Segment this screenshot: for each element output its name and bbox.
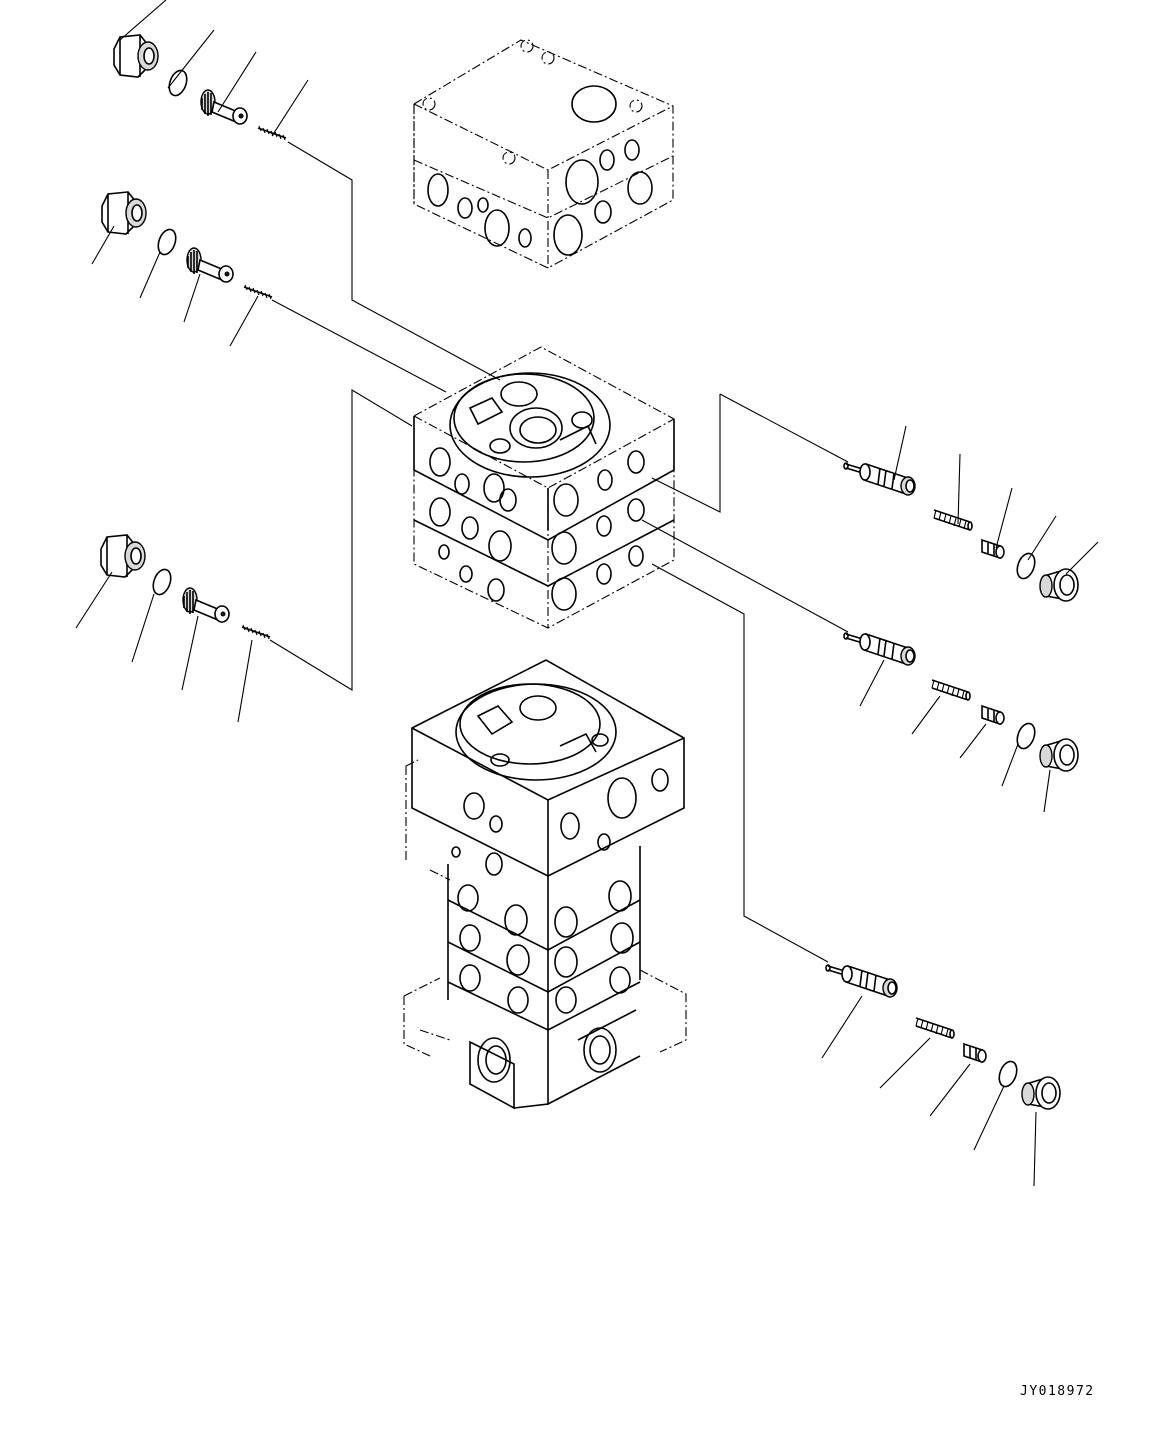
bottom-valve-assembly bbox=[403, 659, 687, 1110]
o-ring bbox=[995, 1058, 1021, 1090]
left-parts-upper bbox=[113, 0, 309, 141]
left-parts-middle bbox=[91, 191, 273, 347]
o-ring bbox=[165, 67, 191, 99]
spool bbox=[843, 632, 916, 666]
spring bbox=[931, 679, 971, 701]
plug bbox=[100, 534, 146, 578]
plug bbox=[101, 191, 147, 235]
left-parts-lower bbox=[75, 534, 271, 723]
stopper bbox=[981, 705, 1005, 725]
right-parts-lower bbox=[821, 964, 1061, 1187]
spring bbox=[241, 624, 271, 640]
cap bbox=[1039, 738, 1079, 772]
poppet bbox=[186, 247, 234, 283]
middle-valve-block bbox=[413, 346, 675, 629]
stopper bbox=[963, 1043, 987, 1063]
right-parts-upper bbox=[843, 425, 1099, 602]
spool bbox=[825, 964, 898, 998]
cap bbox=[1021, 1076, 1061, 1110]
spring bbox=[915, 1017, 955, 1039]
drawing-code: JY018972 bbox=[1020, 1384, 1095, 1399]
spring bbox=[933, 509, 973, 531]
stopper bbox=[981, 539, 1005, 559]
plug bbox=[113, 34, 159, 78]
spool bbox=[843, 462, 916, 496]
right-parts-middle bbox=[843, 632, 1079, 813]
cap bbox=[1039, 568, 1079, 602]
o-ring bbox=[1013, 550, 1039, 582]
spring bbox=[257, 125, 287, 141]
poppet bbox=[182, 587, 230, 623]
o-ring bbox=[149, 566, 175, 598]
poppet bbox=[200, 89, 248, 125]
o-ring bbox=[154, 226, 180, 258]
top-phantom-block bbox=[413, 39, 674, 269]
leader-lines bbox=[269, 141, 849, 963]
